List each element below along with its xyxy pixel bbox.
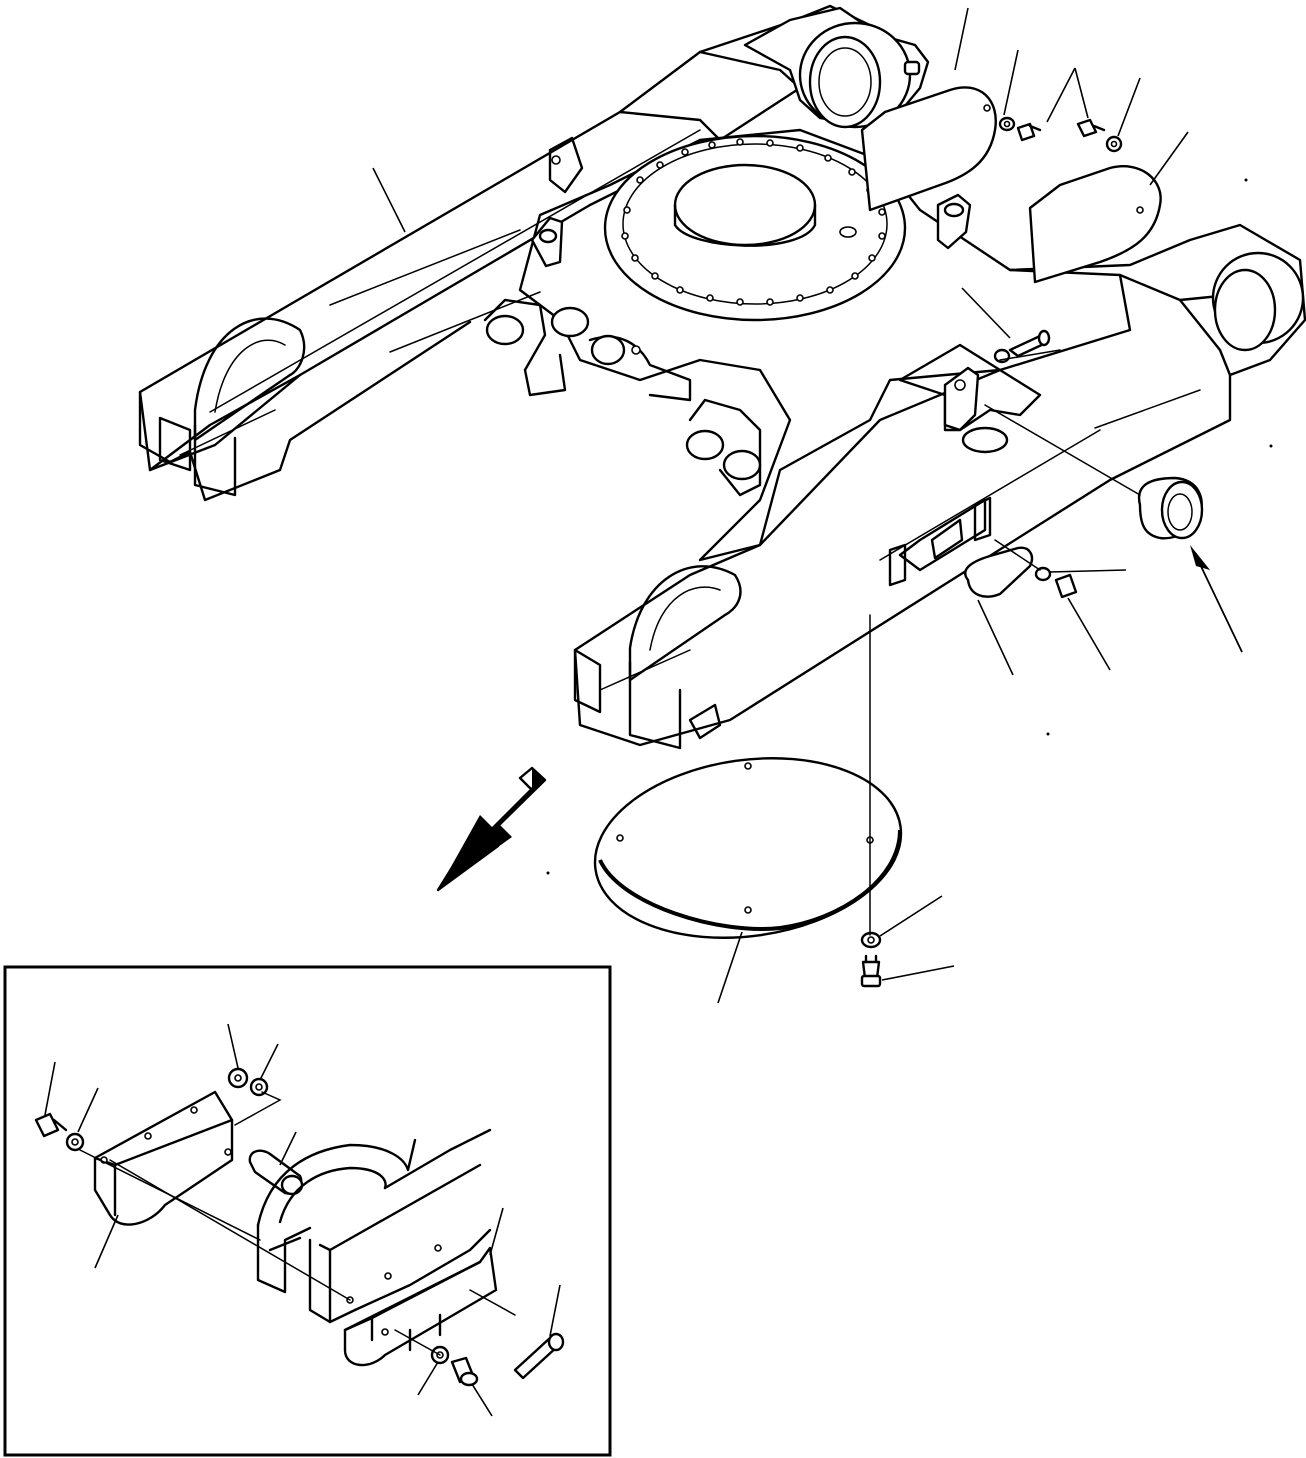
washer-icon <box>249 1077 269 1097</box>
washer-icon <box>998 116 1016 132</box>
track-frame <box>138 4 1306 750</box>
arrow-icon <box>436 766 547 892</box>
frame-end <box>256 1128 492 1324</box>
arrow-icon <box>1190 545 1243 653</box>
bolt-icon <box>1016 122 1042 142</box>
bolt-icon <box>1054 573 1078 599</box>
alignment-lines <box>869 349 1141 936</box>
stray-marks <box>546 178 1273 875</box>
bolt-icon <box>513 1332 565 1380</box>
guard-bracket-left <box>93 1090 234 1226</box>
washer-icon <box>1034 566 1052 582</box>
nut-icon <box>227 1067 249 1089</box>
callout-leaders <box>372 7 1243 1004</box>
small-cover-plate <box>964 546 1034 598</box>
bolt-icon <box>1008 329 1051 358</box>
bolt-icon <box>1076 118 1106 138</box>
bolt-icon <box>450 1356 479 1387</box>
center-frame <box>483 128 1132 562</box>
motor-cap <box>1137 476 1204 540</box>
washer-icon <box>860 931 882 949</box>
bottom-cover-plate <box>593 757 903 939</box>
washer-icon <box>65 1132 85 1152</box>
guard-bracket-right <box>343 1244 498 1367</box>
right-side-frame <box>573 223 1306 750</box>
rear-motor-housings <box>743 6 930 129</box>
nut-icon <box>1105 135 1123 153</box>
detail-inset <box>3 965 612 1457</box>
bolt-icon <box>860 954 882 988</box>
cover-plates <box>860 86 1162 284</box>
bolt-icon <box>34 1112 68 1138</box>
main-fasteners <box>593 116 1204 988</box>
